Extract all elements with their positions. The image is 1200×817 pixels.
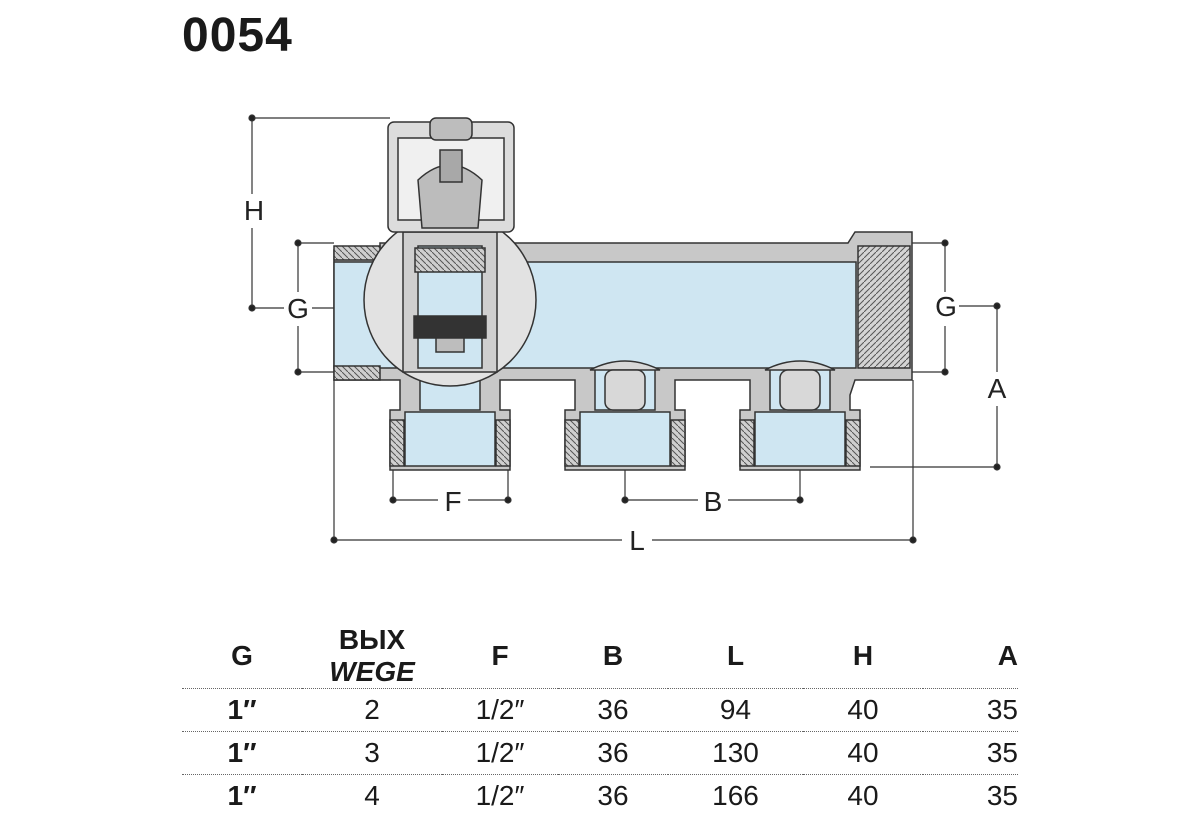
dim-label-b: B (704, 486, 723, 517)
cell-b: 36 (558, 689, 668, 732)
table-row: 1″ 3 1/2″ 36 130 40 35 (182, 732, 1018, 775)
cell-outlets: 2 (302, 689, 442, 732)
col-header-f: F (442, 624, 558, 689)
col-header-g: G (182, 624, 302, 689)
cell-h: 40 (803, 689, 923, 732)
cell-a: 35 (923, 689, 1018, 732)
cell-b: 36 (558, 775, 668, 817)
col-header-outlets-de: WEGE (329, 656, 415, 687)
specs-table: G ВЫХ WEGE F B L H A 1″ 2 1/2″ 36 94 40 … (182, 624, 1018, 817)
cell-l: 166 (668, 775, 803, 817)
table-row: 1″ 4 1/2″ 36 166 40 35 (182, 775, 1018, 817)
cell-b: 36 (558, 732, 668, 775)
col-header-h: H (803, 624, 923, 689)
cell-outlets: 3 (302, 732, 442, 775)
cell-outlets: 4 (302, 775, 442, 817)
manifold-drawing: H G G A F B L (0, 0, 1200, 600)
dim-label-f: F (444, 486, 461, 517)
cell-g: 1″ (182, 732, 302, 775)
dim-label-h: H (244, 195, 264, 226)
cell-f: 1/2″ (442, 775, 558, 817)
cell-g: 1″ (182, 689, 302, 732)
col-header-outlets: ВЫХ WEGE (302, 624, 442, 689)
valve-cutaway (364, 214, 536, 386)
cell-a: 35 (923, 775, 1018, 817)
col-header-b: B (558, 624, 668, 689)
dim-label-l: L (629, 525, 645, 556)
col-header-outlets-ru: ВЫХ (339, 624, 405, 655)
dim-label-g-right: G (935, 291, 957, 322)
cell-g: 1″ (182, 775, 302, 817)
dim-label-a: A (988, 373, 1007, 404)
cell-l: 130 (668, 732, 803, 775)
dim-label-g-left: G (287, 293, 309, 324)
table-row: 1″ 2 1/2″ 36 94 40 35 (182, 689, 1018, 732)
table-header-row: G ВЫХ WEGE F B L H A (182, 624, 1018, 689)
col-header-a: A (923, 624, 1018, 689)
cell-l: 94 (668, 689, 803, 732)
cell-f: 1/2″ (442, 689, 558, 732)
cell-a: 35 (923, 732, 1018, 775)
col-header-l: L (668, 624, 803, 689)
valve-handle (388, 118, 514, 232)
cell-h: 40 (803, 775, 923, 817)
cell-f: 1/2″ (442, 732, 558, 775)
cell-h: 40 (803, 732, 923, 775)
